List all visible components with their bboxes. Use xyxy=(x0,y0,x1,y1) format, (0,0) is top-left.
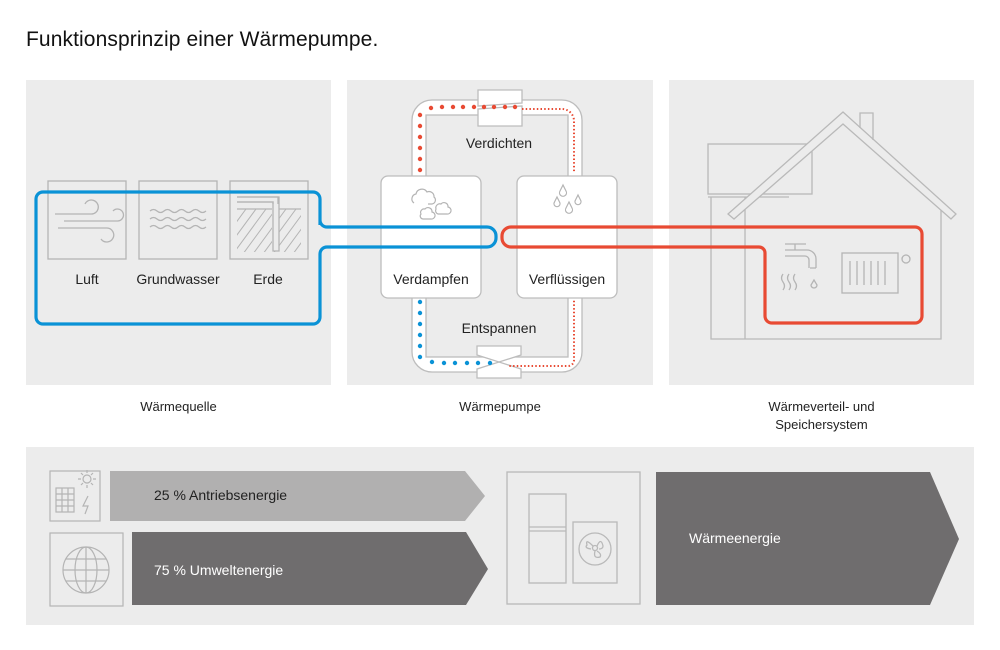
cold-refrigerant-path xyxy=(417,299,493,366)
page-title: Funktionsprinzip einer Wärmepumpe. xyxy=(26,28,379,51)
step-expand-label: Entspannen xyxy=(462,320,537,336)
hot-heating-loop xyxy=(500,225,924,325)
heat-pump-caption: Wärmepumpe xyxy=(459,399,541,414)
heat-source-grundwasser-label: Grundwasser xyxy=(136,271,220,287)
faucet-icon xyxy=(780,243,818,291)
distribution-caption-line1: Wärmeverteil- und xyxy=(768,399,875,414)
environmental-energy-label: 75 % Umweltenergie xyxy=(154,562,283,578)
heat-source-luft-label: Luft xyxy=(75,271,98,287)
hot-refrigerant-path-fine xyxy=(508,108,575,367)
globe-icon xyxy=(49,532,124,607)
step-condense-label: Verflüssigen xyxy=(529,271,605,287)
distribution-caption-line2: Speichersystem xyxy=(775,417,868,432)
heat-energy-label: Wärmeenergie xyxy=(689,530,781,546)
drive-energy-label: 25 % Antriebsenergie xyxy=(154,487,287,503)
hot-refrigerant-path xyxy=(417,104,518,173)
step-compress-label: Verdichten xyxy=(466,135,532,151)
cold-brine-loop xyxy=(34,190,498,326)
heat-pump-unit-icon xyxy=(506,471,641,605)
environmental-energy-arrow xyxy=(132,532,488,605)
distribution-caption: Wärmeverteil- und Speichersystem xyxy=(669,398,974,434)
evaporator-box xyxy=(380,175,482,299)
step-evaporate-label: Verdampfen xyxy=(393,271,469,287)
droplets-icon xyxy=(553,183,582,214)
water-waves-icon xyxy=(138,180,218,260)
ground-probe-icon xyxy=(229,180,309,260)
solar-electricity-icon xyxy=(49,470,101,522)
clouds-icon xyxy=(411,188,452,220)
compressor-icon xyxy=(477,89,523,127)
condenser-box xyxy=(516,175,618,299)
heat-source-erde-label: Erde xyxy=(253,271,283,287)
wind-icon xyxy=(47,180,127,260)
heat-source-panel xyxy=(26,80,331,385)
drive-energy-arrow xyxy=(110,471,485,521)
radiator-icon xyxy=(841,252,911,294)
heat-energy-arrow xyxy=(656,472,959,605)
house-icon xyxy=(707,111,957,340)
heat-source-caption: Wärmequelle xyxy=(140,399,217,414)
